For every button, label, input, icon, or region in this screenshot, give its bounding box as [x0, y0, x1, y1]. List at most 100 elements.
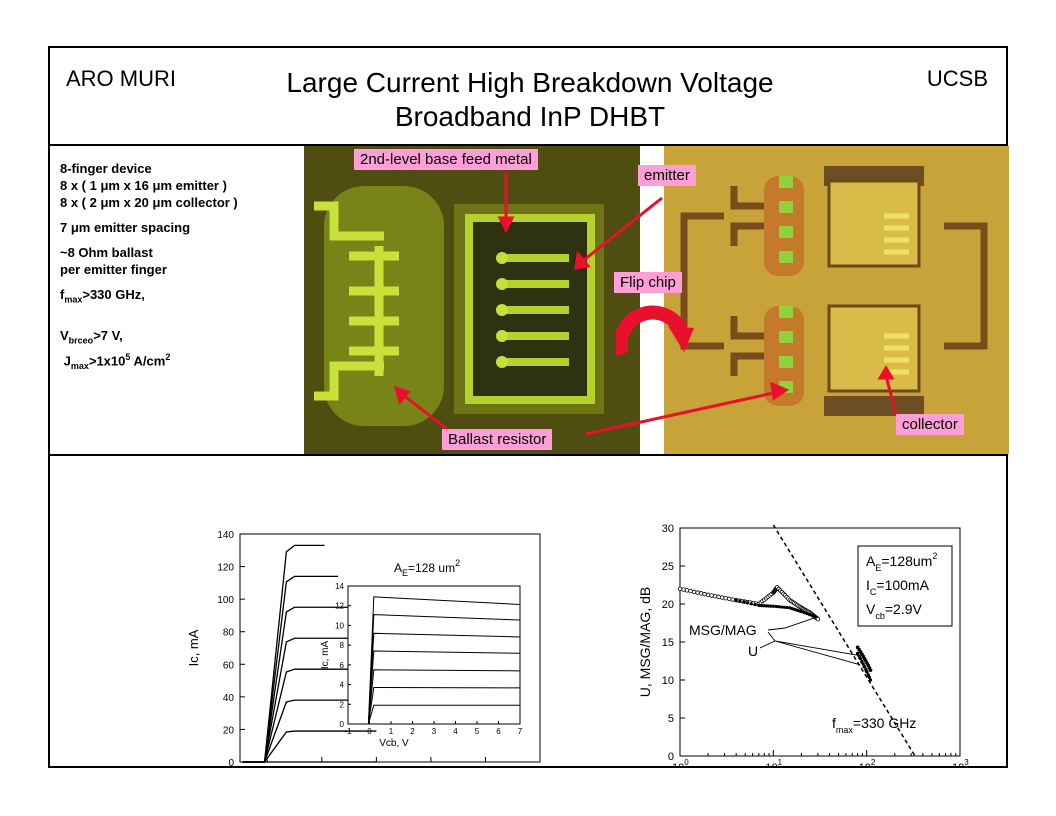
callout-flip-chip: Flip chip [614, 272, 682, 293]
gain-y-tick-label: 0 [668, 751, 674, 763]
msg-point [684, 588, 690, 593]
iv-plot-frame [239, 533, 541, 763]
u-point [774, 604, 778, 609]
jmax-value: >1x10 [88, 353, 126, 369]
u-point-high [862, 665, 867, 669]
u-point [766, 604, 771, 608]
inset-curve [358, 596, 521, 725]
u-point-high [860, 659, 864, 663]
spec-emitter: 8 x ( 1 μm x 16 μm emitter ) [60, 178, 227, 193]
title-line-2: Broadband InP DHBT [394, 101, 666, 132]
inset-y-tick-label: 4 [340, 681, 345, 690]
iv-y-tick-label: 20 [223, 725, 235, 736]
msg-point [730, 597, 735, 602]
u-point [759, 604, 763, 608]
inset-y-tick-label: 12 [335, 602, 344, 611]
iv-y-tick-label: 140 [217, 530, 234, 541]
u-annotation: U [748, 643, 758, 659]
inset-x-tick-label: 1 [389, 727, 394, 736]
gain-y-axis-label: U, MSG/MAG, dB [637, 587, 653, 697]
msg-point [716, 594, 721, 600]
inset-y-tick-label: 0 [340, 720, 345, 729]
u-point [764, 604, 768, 608]
msg-point [688, 588, 693, 594]
inset-y-tick-label: 6 [340, 661, 345, 670]
inset-plot-frame [347, 585, 521, 725]
spec-fmax: fmax>330 GHz, [60, 286, 305, 309]
inset-x-tick-label: -1 [344, 727, 352, 736]
callout-collector: collector [896, 414, 964, 435]
gain-y-tick-label: 20 [662, 599, 674, 611]
u-point [762, 604, 766, 608]
spec-spacing: 7 μm emitter spacing [60, 220, 191, 235]
iv-chart: 0246810020406080100120140Vcb, VIc, mAAE=… [186, 530, 541, 766]
iv-y-tick-label: 0 [228, 758, 234, 766]
jmax-subscript: max [70, 361, 89, 372]
fmax-symbol: f [60, 287, 65, 302]
iv-area-annotation: AE=128 um2 [394, 558, 460, 578]
fmax-value: >330 GHz, [82, 287, 145, 302]
slide-title: Large Current High Breakdown Voltage Bro… [220, 66, 840, 134]
iv-y-tick-label: 100 [217, 595, 234, 606]
u-point-high [866, 673, 870, 677]
inset-y-tick-label: 2 [340, 700, 345, 709]
ucsb-label: UCSB [926, 66, 988, 91]
u-point [769, 604, 773, 608]
spec-collector: 8 x ( 2 μm x 20 μm collector ) [60, 195, 238, 210]
gain-chart: 051015202530100101102103Frequency, GHzU,… [637, 523, 969, 766]
u-point [745, 601, 750, 605]
u-point [757, 603, 761, 608]
u-point [802, 611, 806, 615]
jmax-symbol: J [60, 353, 71, 369]
flip-chip-arrow-icon [616, 305, 694, 356]
msg-point [695, 590, 700, 595]
inset-x-tick-label: 0 [367, 727, 372, 736]
gain-y-tick-label: 15 [662, 637, 674, 649]
u-point [808, 613, 812, 617]
msg-point [681, 587, 686, 592]
msg-point [712, 594, 718, 599]
u-point-high [865, 670, 869, 674]
spec-jmax: Jmax>1x105 A/cm2 [60, 349, 305, 375]
inset-x-tick-label: 6 [496, 727, 501, 736]
msg-point-high [868, 668, 873, 672]
inset-y-tick-label: 8 [340, 641, 345, 650]
u-point [782, 605, 786, 609]
gain-y-tick-label: 10 [662, 675, 674, 687]
vbr-subscript: brceo [68, 335, 94, 346]
inset-x-axis-label: Vcb, V [379, 738, 409, 749]
body-divider [50, 454, 1006, 456]
gain-legend-box [857, 545, 953, 627]
msg-point [709, 593, 714, 598]
inset-x-tick-label: 4 [453, 727, 458, 736]
slide-frame: ARO MURI UCSB Large Current High Breakdo… [48, 46, 1009, 768]
gain-x-tick-label: 100 [672, 758, 689, 766]
gain-x-tick-label: 103 [952, 758, 969, 766]
fmax-subscript: max [64, 294, 83, 305]
jmax-exponent: 5 [125, 352, 131, 363]
gain-x-tick-label: 102 [859, 758, 876, 766]
chip-photo-flipped [664, 146, 1009, 454]
u-point [810, 614, 814, 618]
u-point [785, 605, 789, 610]
msg-point [677, 586, 683, 591]
u-point [742, 600, 746, 604]
header-divider [50, 144, 1006, 146]
jmax-unit-exponent: 2 [165, 352, 171, 363]
callout-emitter: emitter [638, 165, 696, 186]
spec-vbr: Vbrceo>7 V, [60, 327, 305, 350]
u-point [779, 605, 784, 609]
u-point-high [861, 662, 865, 666]
iv-y-tick-label: 120 [217, 563, 234, 574]
msg-point [698, 591, 704, 596]
gain-y-tick-label: 5 [668, 713, 674, 725]
iv-y-axis-label: Ic, mA [186, 629, 201, 666]
inset-y-tick-label: 14 [335, 582, 344, 591]
u-point-high [856, 651, 860, 655]
gain-legend-current: IC=100mA [866, 577, 930, 597]
u-point-high [858, 657, 863, 661]
vbr-value: >7 V, [93, 327, 123, 343]
fmax-annotation: fmax=330 GHz [832, 715, 916, 735]
inset-x-tick-label: 2 [410, 727, 415, 736]
u-point-high [868, 678, 873, 682]
